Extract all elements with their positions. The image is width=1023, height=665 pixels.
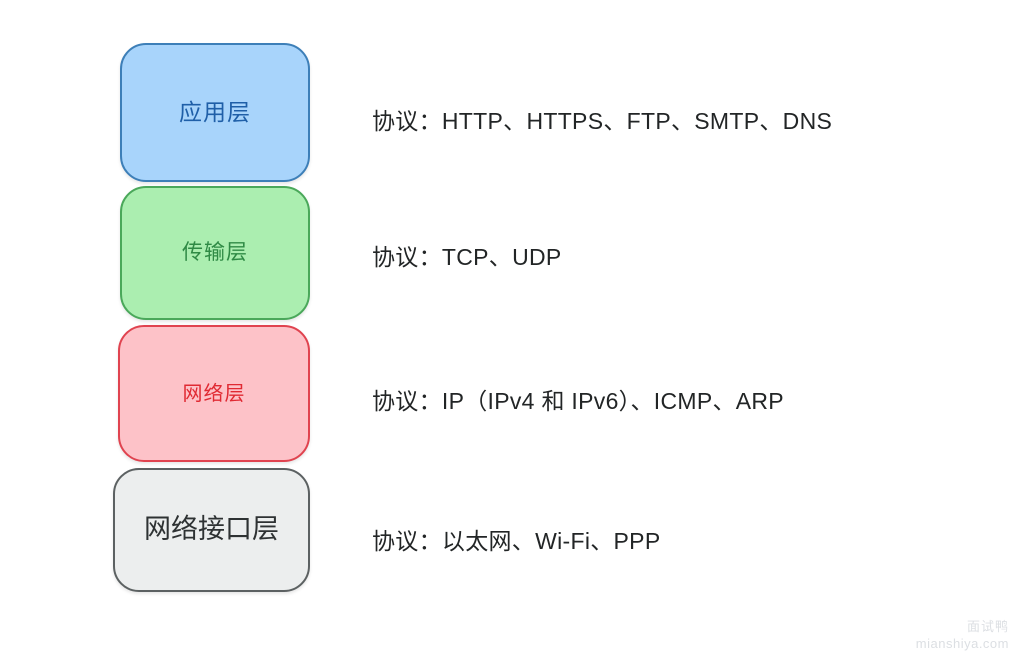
layer-box-application: 应用层 bbox=[120, 43, 310, 182]
watermark-brand: 面试鸭 bbox=[966, 618, 1009, 634]
protocol-text-application: 协议：HTTP、HTTPS、FTP、SMTP、DNS bbox=[372, 108, 833, 134]
layer-box-network: 网络层 bbox=[118, 325, 310, 462]
layer-label-network-interface: 网络接口层 bbox=[144, 514, 279, 545]
layer-label-application: 应用层 bbox=[179, 98, 251, 125]
watermark-url: mianshiya.com bbox=[915, 636, 1009, 652]
layer-label-network: 网络层 bbox=[182, 382, 246, 405]
protocol-text-transport: 协议：TCP、UDP bbox=[372, 244, 562, 270]
watermark: 面试鸭 mianshiya.com bbox=[916, 618, 1009, 653]
layer-box-network-interface: 网络接口层 bbox=[113, 468, 310, 592]
protocol-text-network-interface: 协议：以太网、Wi-Fi、PPP bbox=[372, 528, 661, 554]
layer-box-transport: 传输层 bbox=[120, 186, 310, 320]
layer-stack: 应用层 传输层 网络层 网络接口层 bbox=[0, 0, 340, 665]
layer-label-transport: 传输层 bbox=[182, 241, 248, 265]
protocol-text-network: 协议：IP（IPv4 和 IPv6）、ICMP、ARP bbox=[372, 388, 784, 414]
